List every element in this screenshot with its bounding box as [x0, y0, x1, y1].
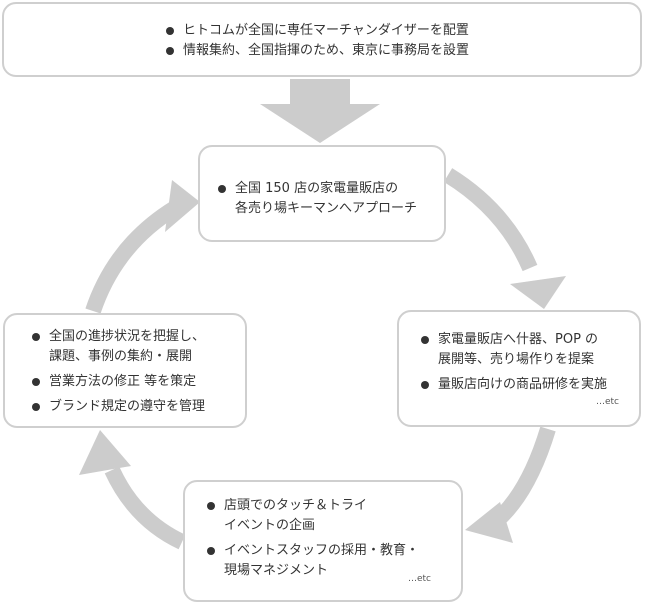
top-item-2-text: 情報集約、全国指揮のため、東京に事務局を設置: [183, 43, 470, 58]
north-line-2: 各売り場キーマンへアプローチ: [235, 201, 418, 216]
south-item-1-line-2: イベントの企画: [224, 518, 316, 533]
east-item-1-line-2: 展開等、売り場作りを提案: [438, 352, 595, 367]
top-box: ヒトコムが全国に専任マーチャンダイザーを配置 情報集約、全国指揮のため、東京に事…: [2, 2, 642, 77]
cycle-arrow-west-north: [85, 201, 180, 314]
west-item-3: ブランド規定の遵守を管理: [32, 397, 205, 417]
east-item-2: 量販店向けの商品研修を実施: [421, 375, 607, 395]
bullet-icon: [166, 47, 174, 55]
bullet-icon: [32, 378, 40, 386]
bullet-icon: [166, 27, 174, 35]
west-item-3-text: ブランド規定の遵守を管理: [49, 399, 206, 414]
cycle-arrowhead-east: [510, 276, 566, 309]
cycle-arrow-north-east: [443, 168, 538, 272]
cycle-arrowhead-west: [79, 430, 131, 475]
west-item-1-line-1: 全国の進捗状況を把握し、: [49, 329, 206, 344]
east-item-2-text: 量販店向けの商品研修を実施: [438, 377, 608, 392]
west-item-2: 営業方法の修正 等を策定: [32, 372, 205, 392]
top-box-list: ヒトコムが全国に専任マーチャンダイザーを配置 情報集約、全国指揮のため、東京に事…: [166, 21, 469, 61]
east-box: 家電量販店へ什器、POP の展開等、売り場作りを提案 量販店向けの商品研修を実施…: [397, 310, 641, 427]
south-box-list: 店頭でのタッチ＆トライイベントの企画 イベントスタッフの採用・教育・現場マネジメ…: [207, 496, 419, 581]
top-item-1: ヒトコムが全国に専任マーチャンダイザーを配置: [166, 21, 469, 41]
bullet-icon: [32, 333, 40, 341]
west-box-list: 全国の進捗状況を把握し、課題、事例の集約・展開 営業方法の修正 等を策定 ブラン…: [32, 327, 205, 417]
top-item-1-text: ヒトコムが全国に専任マーチャンダイザーを配置: [183, 23, 469, 38]
bullet-icon: [421, 381, 429, 389]
west-item-2-text: 営業方法の修正 等を策定: [49, 374, 197, 389]
east-item-1: 家電量販店へ什器、POP の展開等、売り場作りを提案: [421, 330, 607, 370]
south-item-2-line-2: 現場マネジメント: [224, 563, 329, 578]
west-item-1: 全国の進捗状況を把握し、課題、事例の集約・展開: [32, 327, 205, 367]
bullet-icon: [421, 336, 429, 344]
cycle-arrowhead-north: [165, 180, 200, 232]
east-etc: …etc: [595, 397, 619, 407]
east-box-list: 家電量販店へ什器、POP の展開等、売り場作りを提案 量販店向けの商品研修を実施: [421, 330, 607, 395]
north-line-1: 全国 150 店の家電量販店の: [235, 181, 399, 196]
east-item-1-line-1: 家電量販店へ什器、POP の: [438, 332, 599, 347]
bullet-icon: [207, 502, 215, 510]
south-item-2-line-1: イベントスタッフの採用・教育・: [224, 543, 420, 558]
south-item-1-line-1: 店頭でのタッチ＆トライ: [224, 498, 368, 513]
south-item-1: 店頭でのタッチ＆トライイベントの企画: [207, 496, 419, 536]
bullet-icon: [218, 185, 226, 193]
west-item-1-line-2: 課題、事例の集約・展開: [49, 349, 193, 364]
cycle-arrow-south-west: [104, 466, 186, 550]
down-arrow: [260, 79, 380, 143]
top-item-2: 情報集約、全国指揮のため、東京に事務局を設置: [166, 41, 469, 61]
north-item: 全国 150 店の家電量販店の各売り場キーマンへアプローチ: [218, 179, 417, 219]
cycle-arrowhead-south: [465, 502, 513, 543]
bullet-icon: [32, 403, 40, 411]
west-box: 全国の進捗状況を把握し、課題、事例の集約・展開 営業方法の修正 等を策定 ブラン…: [3, 313, 247, 428]
bullet-icon: [207, 547, 215, 555]
south-etc: …etc: [407, 574, 431, 584]
south-box: 店頭でのタッチ＆トライイベントの企画 イベントスタッフの採用・教育・現場マネジメ…: [183, 480, 463, 602]
north-box: 全国 150 店の家電量販店の各売り場キーマンへアプローチ: [198, 145, 446, 242]
south-item-2: イベントスタッフの採用・教育・現場マネジメント: [207, 541, 419, 581]
north-box-list: 全国 150 店の家電量販店の各売り場キーマンへアプローチ: [218, 179, 417, 219]
